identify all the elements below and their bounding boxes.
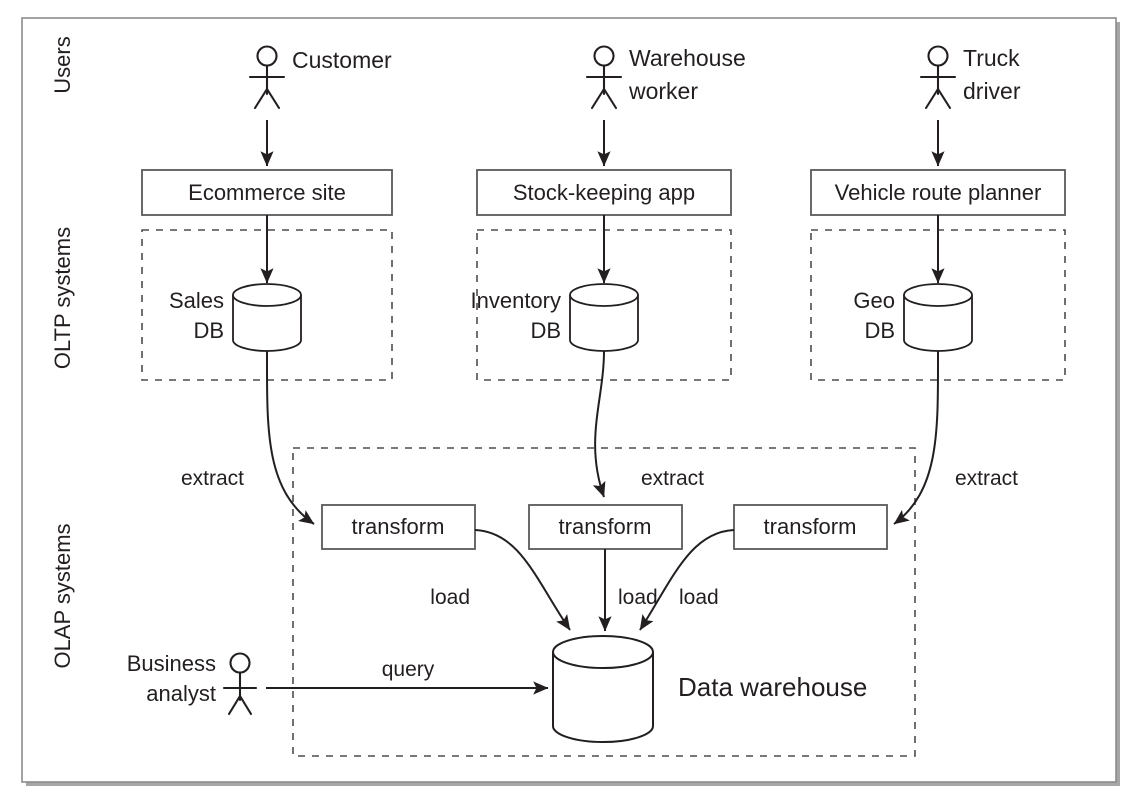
data-warehouse-cylinder[interactable]	[552, 635, 654, 743]
db-label-sales-line2: DB	[193, 318, 224, 343]
edge-label-query: query	[382, 658, 435, 681]
edge-load-1	[474, 529, 571, 631]
app-label-stock-keeping-app: Stock-keeping app	[513, 180, 695, 205]
transform-box-3[interactable]: transform	[733, 504, 888, 550]
transform-box-1[interactable]: transform	[321, 504, 476, 550]
database-sales-db[interactable]: Sales DB	[169, 283, 302, 352]
app-box-stock-keeping-app[interactable]: Stock-keeping app	[476, 169, 732, 216]
edge-label-extract-1: extract	[181, 467, 244, 490]
olap-group-box	[292, 447, 916, 757]
app-label-vehicle-route-planner: Vehicle route planner	[835, 180, 1042, 205]
edge-label-load-2: load	[618, 586, 658, 609]
db-label-geo-line1: Geo	[853, 288, 895, 313]
stick-figure-icon	[248, 45, 286, 110]
actor-label-business-analyst-line2: analyst	[146, 681, 216, 706]
edge-extract-inventory	[592, 350, 606, 498]
transform-label-2: transform	[559, 514, 652, 539]
db-label-geo-line2: DB	[864, 318, 895, 343]
edge-extract-geo	[893, 350, 940, 525]
db-label-inventory-line2: DB	[530, 318, 561, 343]
edge-extract-sales	[265, 350, 315, 525]
stick-figure-icon	[585, 45, 623, 110]
actor-warehouse-worker[interactable]: Warehouse worker	[585, 45, 746, 110]
transform-label-1: transform	[352, 514, 445, 539]
actor-label-warehouse-worker-line1: Warehouse	[629, 45, 746, 71]
edge-label-extract-2: extract	[641, 467, 704, 490]
actor-label-truck-driver-line1: Truck	[963, 45, 1020, 71]
db-label-inventory-line1: Inventory	[471, 288, 562, 313]
database-geo-db[interactable]: Geo DB	[853, 283, 973, 352]
stick-figure-icon	[919, 45, 957, 110]
transform-box-2[interactable]: transform	[528, 504, 683, 550]
app-box-vehicle-route-planner[interactable]: Vehicle route planner	[810, 169, 1066, 216]
data-warehouse-label: Data warehouse	[678, 672, 867, 702]
actor-label-truck-driver-line2: driver	[963, 78, 1021, 104]
actor-label-business-analyst-line1: Business	[127, 651, 216, 676]
actor-label-customer: Customer	[292, 47, 392, 73]
stick-figure-icon	[222, 652, 258, 716]
db-label-sales-line1: Sales	[169, 288, 224, 313]
swimlane-label-users: Users	[50, 36, 75, 93]
actor-label-warehouse-worker-line2: worker	[628, 78, 698, 104]
database-inventory-db[interactable]: Inventory DB	[471, 283, 639, 352]
edge-label-load-3: load	[679, 586, 719, 609]
edge-label-load-1: load	[430, 586, 470, 609]
edge-load-3	[639, 529, 735, 631]
app-box-ecommerce-site[interactable]: Ecommerce site	[141, 169, 393, 216]
actor-customer[interactable]: Customer	[248, 45, 392, 110]
app-label-ecommerce-site: Ecommerce site	[188, 180, 346, 205]
swimlane-label-oltp: OLTP systems	[50, 227, 75, 369]
swimlane-labels: Users OLTP systems OLAP systems	[50, 36, 75, 668]
actor-truck-driver[interactable]: Truck driver	[919, 45, 1021, 110]
swimlane-label-olap: OLAP systems	[50, 523, 75, 668]
actor-business-analyst[interactable]: Business analyst	[127, 651, 258, 716]
transform-label-3: transform	[764, 514, 857, 539]
edge-label-extract-3: extract	[955, 467, 1018, 490]
